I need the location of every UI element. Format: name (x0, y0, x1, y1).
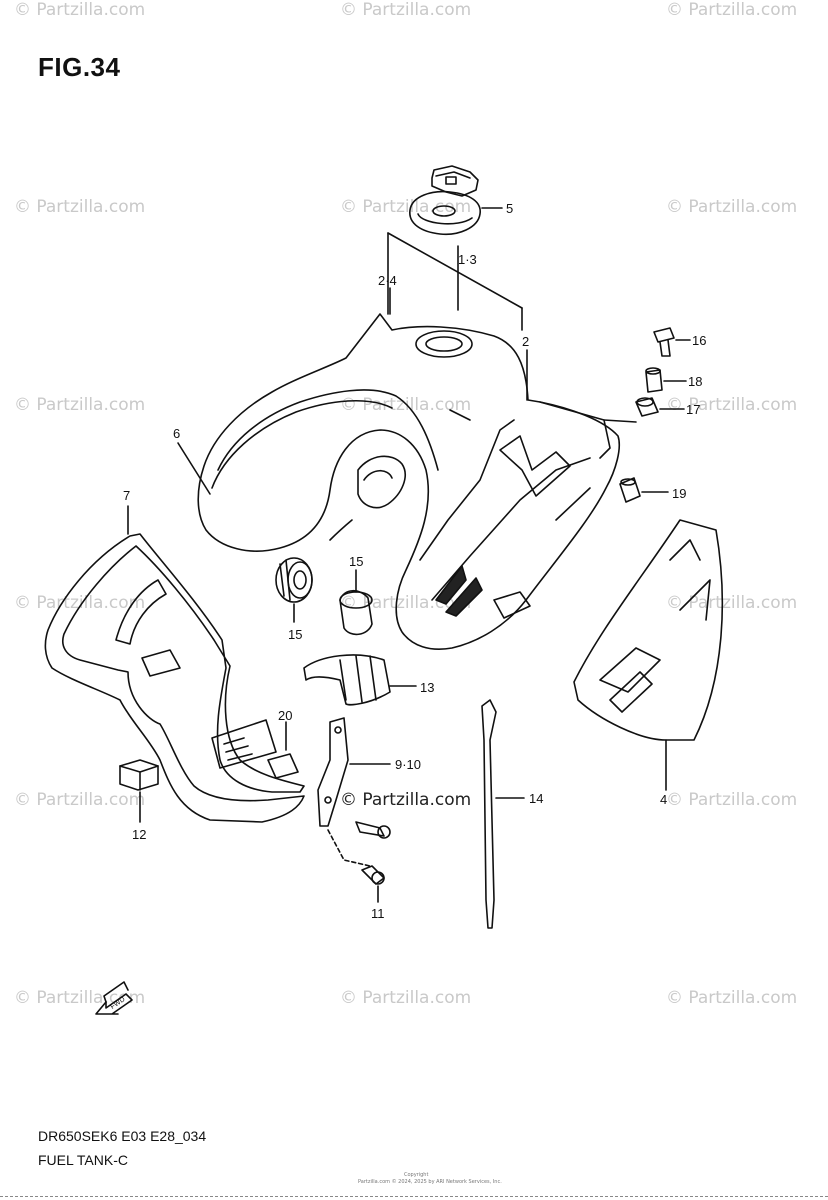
callout-label: 6 (173, 426, 181, 441)
figure-title: FIG.34 (38, 52, 121, 82)
callout-label: 4 (660, 792, 668, 807)
callout-label: 12 (132, 827, 147, 842)
watermark: © Partzilla.com (14, 790, 146, 810)
bottom-dashed-rule (0, 1196, 828, 1197)
callout-label: 7 (123, 488, 131, 503)
watermark: © Partzilla.com (340, 0, 472, 20)
band-14-part[interactable] (481, 699, 497, 929)
watermark: © Partzilla.com (666, 197, 798, 217)
callout-label: 15 (288, 627, 303, 642)
callout-label: 19 (672, 486, 687, 501)
bracket-9-10-part[interactable] (317, 717, 349, 827)
screw-16-part[interactable] (653, 327, 675, 357)
callout-label: 15 (349, 554, 364, 569)
watermark-center: © Partzilla.com (340, 790, 472, 810)
callout-label: 9·10 (395, 757, 422, 772)
figure-caption: FUEL TANK-C (38, 1152, 128, 1168)
collar-18-part[interactable] (645, 367, 663, 393)
damper-20-part[interactable] (267, 753, 299, 779)
watermark: © Partzilla.com (340, 395, 472, 415)
watermark: © Partzilla.com (340, 988, 472, 1008)
copyright-line-2: Partzilla.com © 2024, 2025 by ARI Networ… (358, 1179, 502, 1185)
cushion-15b-part[interactable] (339, 589, 373, 636)
fuel-cap-part[interactable] (409, 165, 481, 236)
callout-label: 2·4 (378, 273, 397, 288)
fuel-tank-part[interactable] (197, 313, 637, 650)
callout-label: 20 (278, 708, 293, 723)
cover-4-part[interactable] (573, 519, 724, 741)
callout-label: 11 (371, 906, 385, 921)
watermark: © Partzilla.com (666, 0, 798, 20)
callout-label: 2 (522, 334, 530, 349)
forward-arrow-icon (95, 981, 133, 1015)
bolt-11b-part[interactable] (361, 865, 385, 885)
cushion-15a-part[interactable] (275, 557, 313, 603)
callout-label: 17 (686, 402, 701, 417)
model-code: DR650SEK6 E03 E28_034 (38, 1128, 207, 1144)
watermark: © Partzilla.com (340, 197, 472, 217)
side-cover-part[interactable] (44, 533, 305, 823)
callout-label: 1·3 (458, 252, 477, 267)
watermark: © Partzilla.com (666, 395, 798, 415)
bolt-11a-part[interactable] (355, 821, 391, 839)
watermark: © Partzilla.com (14, 395, 146, 415)
watermark: © Partzilla.com (14, 593, 146, 613)
watermark: © Partzilla.com (14, 0, 146, 20)
watermark: © Partzilla.com (666, 593, 798, 613)
cushion-13-part[interactable] (303, 654, 391, 706)
watermark: © Partzilla.com (666, 988, 798, 1008)
cushion-19-part[interactable] (619, 477, 641, 503)
cushion-12-part[interactable] (119, 759, 159, 791)
cushion-17-part[interactable] (635, 397, 659, 417)
copyright-line-1: Copyright (404, 1172, 429, 1178)
callout-label: 16 (692, 333, 707, 348)
watermark: © Partzilla.com (14, 197, 146, 217)
watermark: © Partzilla.com (666, 790, 798, 810)
callout-label: 18 (688, 374, 703, 389)
callout-label: 5 (506, 201, 514, 216)
callout-label: 13 (420, 680, 435, 695)
callout-label: 14 (529, 791, 544, 806)
